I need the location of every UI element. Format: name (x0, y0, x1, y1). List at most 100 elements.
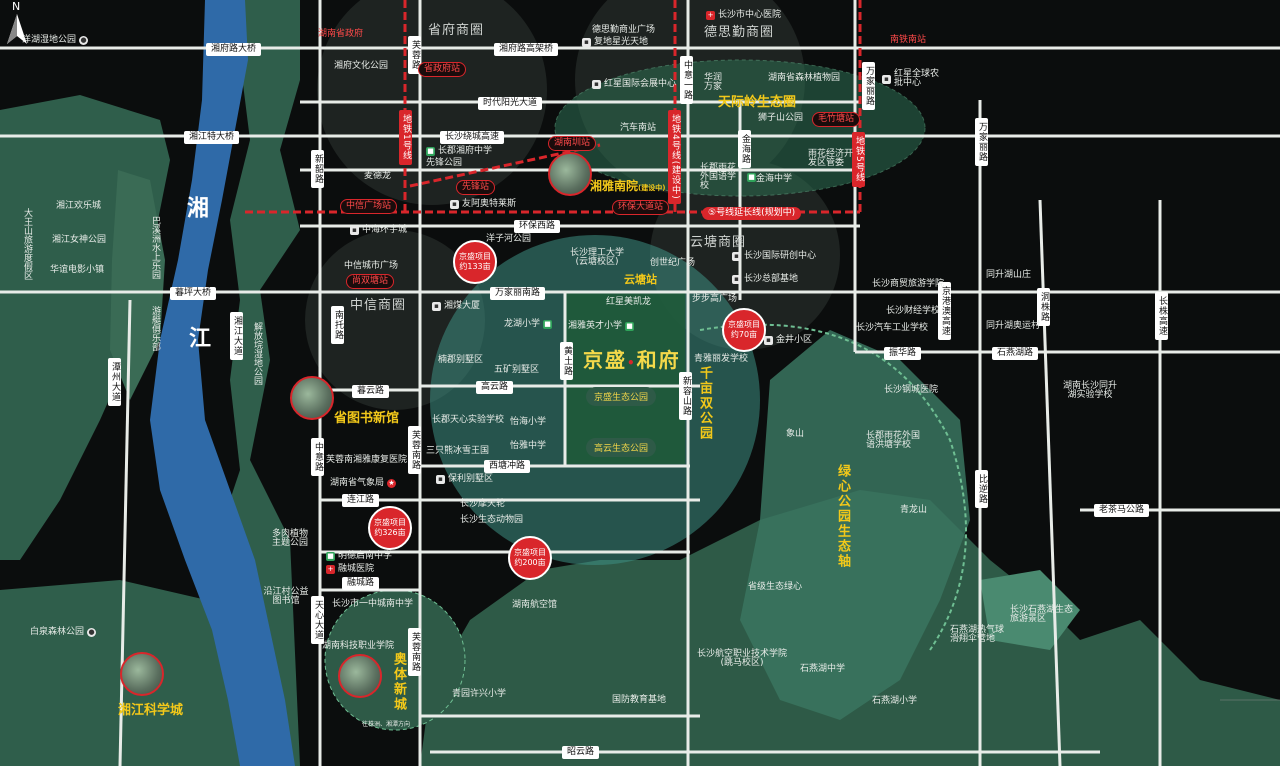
poi-xianfeng-park[interactable]: 先锋公园 (426, 159, 462, 168)
poi-rongcheng-hospital[interactable]: +融城医院 (326, 565, 374, 574)
poi-hangkong-guan[interactable]: 湖南航空馆 (512, 601, 557, 610)
circle-label-yuntang: 云塘商圈 (690, 235, 747, 250)
project-badge-70[interactable]: 京盛项目约70亩 (722, 308, 766, 352)
poi-label: 石燕湖中学 (800, 664, 846, 674)
poi-hongtang[interactable]: 长郡雨花外国语洪塘学校 (866, 432, 924, 450)
poi-baoli[interactable]: ▪保利别墅区 (436, 475, 493, 484)
poi-nvshen[interactable]: 湘江女神公园 (52, 236, 106, 245)
poi-jinhai-school[interactable]: 金海中学 (756, 175, 792, 184)
poi-kangfu[interactable]: 芙蓉南湘雅康复医院 (326, 456, 407, 465)
poi-xiangfu-park[interactable]: 湘府文化公园 (334, 62, 388, 71)
poi-label: 融城医院 (338, 564, 375, 574)
poi-kaifaqu[interactable]: 雨花经济开发区管委 (808, 150, 856, 168)
poi-qixiang[interactable]: 湖南省气象局★ (330, 479, 397, 488)
poi-shangmao[interactable]: 长沙商贸旅游学院 (872, 280, 944, 289)
poi-xuxing[interactable]: 青园许兴小学 (452, 690, 506, 699)
poi-tianxin-school[interactable]: 长郡天心实验学校 (432, 416, 504, 425)
road-furong: 芙蓉路 (408, 36, 421, 74)
road-xiangjiang-bridge: 湘江特大桥 (184, 131, 240, 144)
poi-duorou[interactable]: 多肉植物主题公园 (270, 530, 310, 548)
poi-reqiqiu[interactable]: 石燕湖热气球滑翔伞营地 (950, 626, 1004, 644)
poi-yihai-primary[interactable]: 怡海小学 (510, 418, 546, 427)
poi-wukuang[interactable]: 五矿别墅区 (494, 366, 539, 375)
poi-zhongxin-plaza[interactable]: 中信城市广场 (344, 262, 398, 271)
circle-label-zhongxin: 中信商圈 (350, 298, 407, 313)
poi-changjun-xiangfu[interactable]: ■长郡湘府中学 (426, 147, 492, 156)
poi-mingde[interactable]: ■明德启南中学 (326, 552, 392, 561)
poi-label: 长沙航空职业技术学院(跳马校区) (696, 649, 787, 668)
poi-shiyanhu-middle[interactable]: 石燕湖中学 (800, 665, 845, 674)
poi-yanjiang-library[interactable]: 沿江村公益图书馆 (262, 588, 310, 606)
building-icon: ▪ (732, 275, 741, 284)
poi-huanle[interactable]: 湘江欢乐城 (56, 202, 101, 211)
poi-hongxing-market[interactable]: ▪红星全球农批中心 (882, 70, 942, 88)
poi-ligong[interactable]: 长沙理工大学(云塘校区) (566, 249, 628, 267)
poi-zhonghai[interactable]: ▪中海环宇城 (350, 226, 407, 235)
poi-yiya[interactable]: 怡雅中学 (510, 442, 546, 451)
poi-caijing[interactable]: 长沙财经学校 (886, 307, 940, 316)
poi-huayi[interactable]: 华谊电影小镇 (50, 266, 104, 275)
metro-line-4: 地铁4号线(建设中) (668, 110, 681, 204)
project-badge-200[interactable]: 京盛项目约200亩 (508, 536, 552, 580)
poi-qiche-gongye[interactable]: 长沙汽车工业学校 (856, 324, 928, 333)
poi-label: 友阿奥特莱斯 (462, 199, 517, 209)
poi-hangkong-college[interactable]: 长沙航空职业技术学院(跳马校区) (696, 650, 788, 668)
road-rongcheng: 融城路 (342, 577, 380, 590)
poi-metro-mall[interactable]: 麦德龙 (364, 172, 391, 181)
poi-dawangshan[interactable]: 大王山旅游度假区 (22, 208, 32, 280)
poi-hongxing-expo[interactable]: ▪红星国际会展中心 (592, 80, 676, 89)
poi-aoyun[interactable]: 同升湖奥运村 (986, 322, 1040, 331)
poi-guofang[interactable]: 国防教育基地 (612, 696, 666, 705)
poi-baxizhou[interactable]: 巴溪洲水上乐园 (150, 216, 160, 279)
poi-hongxing-meikailong[interactable]: 红星美凯龙 (606, 298, 651, 307)
poi-yanghu[interactable]: 洋湖湿地公园● (22, 36, 89, 45)
poi-dongwuyuan[interactable]: 长沙生态动物园 (460, 516, 523, 525)
poi-yangzi-park[interactable]: 洋子河公园 (486, 235, 531, 244)
poi-lvxin[interactable]: 省级生态绿心 (748, 583, 802, 592)
poi-baiquan[interactable]: 白泉森林公园● (30, 628, 97, 637)
poi-label: 长沙石燕湖生态旅游景区 (1010, 605, 1074, 624)
poi-shiyanhu-primary[interactable]: 石燕湖小学 (872, 697, 917, 706)
project-badge-133[interactable]: 京盛项目约133亩 (453, 240, 497, 284)
poi-yizhong[interactable]: 长沙市一中城南中学 (332, 600, 413, 609)
poi-desiqin[interactable]: 德思勤商业广场 (592, 26, 655, 35)
poi-qiche-nanzhan[interactable]: 汽车南站 (620, 124, 656, 133)
poi-tongsheng-shanzhuang[interactable]: 同升湖山庄 (986, 271, 1031, 280)
poi-zongbu[interactable]: ▪长沙总部基地 (732, 275, 798, 284)
poi-youa[interactable]: ▪友阿奥特莱斯 (450, 200, 516, 209)
poi-forest-garden[interactable]: 湖南省森林植物园 (768, 74, 840, 83)
poi-label: 同升湖山庄 (986, 270, 1032, 280)
poi-huarun[interactable]: 华润万家 (704, 74, 726, 92)
poi-fudi[interactable]: ▪复地星光天地 (582, 38, 648, 47)
poi-yingcai[interactable]: 湘雅英才小学■ (568, 322, 635, 331)
poi-qingya[interactable]: 青雅丽发学校 (694, 355, 748, 364)
poi-qinglongshan[interactable]: 青龙山 (900, 506, 927, 515)
project-badge-326[interactable]: 京盛项目约326亩 (368, 506, 412, 550)
badge-title: 京盛项目 (374, 518, 406, 527)
poi-changjun-yuhua[interactable]: 长郡雨花外国语学校■ (700, 164, 756, 191)
school-icon: ■ (747, 173, 756, 182)
poi-nanjun[interactable]: 楠郡别墅区 (438, 356, 483, 365)
xiangjiang-river (150, 0, 295, 766)
poi-youting[interactable]: 游艇俱乐部 (150, 306, 160, 351)
poi-shiyanhu-scenic[interactable]: 长沙石燕湖生态旅游景区 (1010, 606, 1074, 624)
poi-chuangshiji[interactable]: 创世纪广场 (650, 259, 695, 268)
poi-motianlun[interactable]: 长沙摩天轮 (460, 500, 505, 509)
poi-xiangmei[interactable]: ▪湘煤大厦 (432, 302, 480, 311)
poi-central-hospital[interactable]: +长沙市中心医院 (706, 11, 781, 20)
poi-shizishan[interactable]: 狮子山公园 (758, 114, 803, 123)
poi-jinjing[interactable]: ▪金井小区 (764, 336, 812, 345)
poi-tongsheng-school[interactable]: 湖南长沙同升湖实验学校 (1060, 382, 1120, 400)
poi-sanzhixiong[interactable]: 三只熊冰雪王国 (426, 447, 489, 456)
poi-label: 红星国际会展中心 (604, 79, 677, 89)
poi-yanchuang[interactable]: ▪长沙国际研创中心 (732, 252, 816, 261)
building-icon: ▪ (764, 336, 773, 345)
badge-size: 约70亩 (730, 330, 758, 339)
poi-label: 长沙市中心医院 (718, 10, 782, 20)
poi-bubugao[interactable]: 步步高广场 (692, 295, 737, 304)
project-logo: 京盛•和府 (583, 348, 681, 372)
poi-longhu[interactable]: 龙湖小学■ (504, 320, 553, 329)
poi-keji-college[interactable]: 湖南科技职业学院 (322, 642, 394, 651)
poi-gangcheng[interactable]: 长沙钢城医院 (884, 386, 938, 395)
poi-xiangshan[interactable]: 象山 (786, 430, 804, 439)
